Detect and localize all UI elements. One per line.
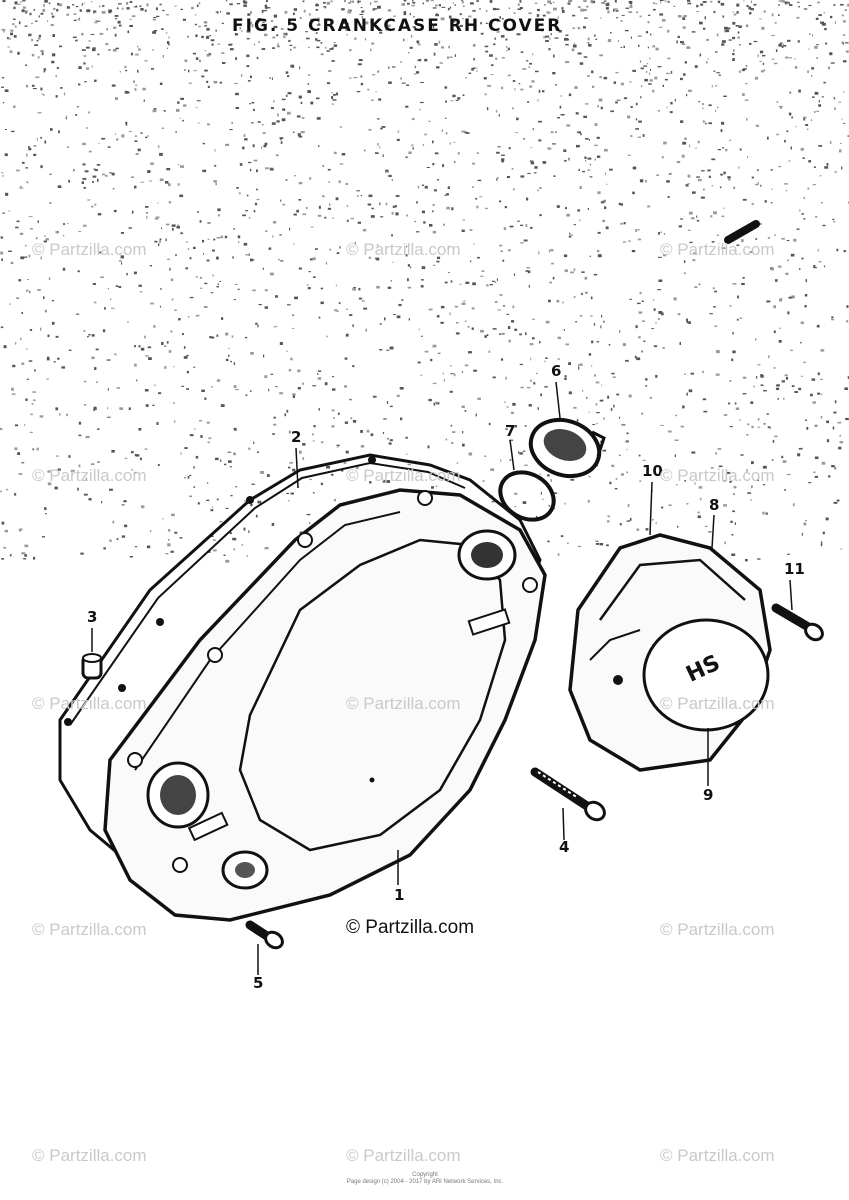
watermark: © Partzilla.com: [660, 1146, 775, 1165]
callout-6: 6: [551, 362, 562, 380]
bolt-11: [771, 603, 824, 642]
dowel-pin: [81, 653, 103, 680]
callout-5: 5: [253, 974, 264, 992]
callout-9: 9: [703, 786, 714, 804]
footer: Copyright Page design (c) 2004 - 2017 by…: [340, 1172, 510, 1186]
scan-noise: [0, 0, 849, 563]
watermark: © Partzilla.com: [660, 920, 775, 939]
bolt-4: [530, 767, 606, 822]
watermark: © Partzilla.com: [32, 1146, 147, 1165]
footer-line1: Copyright: [412, 1172, 438, 1178]
watermark: © Partzilla.com: [32, 466, 147, 485]
callout-4: 4: [559, 838, 570, 856]
callout-2: 2: [291, 428, 302, 446]
callout-1: 1: [394, 886, 405, 904]
bolt-5: [245, 920, 284, 950]
o-ring: [498, 470, 556, 522]
watermark: © Partzilla.com: [660, 694, 775, 713]
watermark: © Partzilla.com: [346, 694, 461, 713]
diagram-title: FIG. 5 CRANKCASE RH COVER: [232, 16, 563, 36]
watermark: © Partzilla.com: [346, 1146, 461, 1165]
callout-10: 10: [642, 462, 663, 480]
watermark: © Partzilla.com: [32, 694, 147, 713]
footer-line2: Page design (c) 2004 - 2017 by ARI Netwo…: [346, 1179, 504, 1185]
callout-7: 7: [505, 422, 516, 440]
watermark: © Partzilla.com: [346, 466, 461, 485]
watermark-main: © Partzilla.com: [346, 917, 475, 938]
loose-screw: [724, 220, 760, 244]
emblem-plate: [642, 618, 770, 732]
cover-screw-holes: [127, 490, 538, 873]
watermark: © Partzilla.com: [660, 240, 775, 259]
watermark: © Partzilla.com: [32, 920, 147, 939]
oil-filler-cap: [528, 417, 606, 479]
watermark: © Partzilla.com: [32, 240, 147, 259]
crankcase-cover: [103, 488, 547, 922]
callout-3: 3: [87, 608, 98, 626]
callout-8: 8: [709, 496, 720, 514]
watermark: © Partzilla.com: [660, 466, 775, 485]
callout-11: 11: [784, 560, 805, 578]
watermark: © Partzilla.com: [346, 240, 461, 259]
